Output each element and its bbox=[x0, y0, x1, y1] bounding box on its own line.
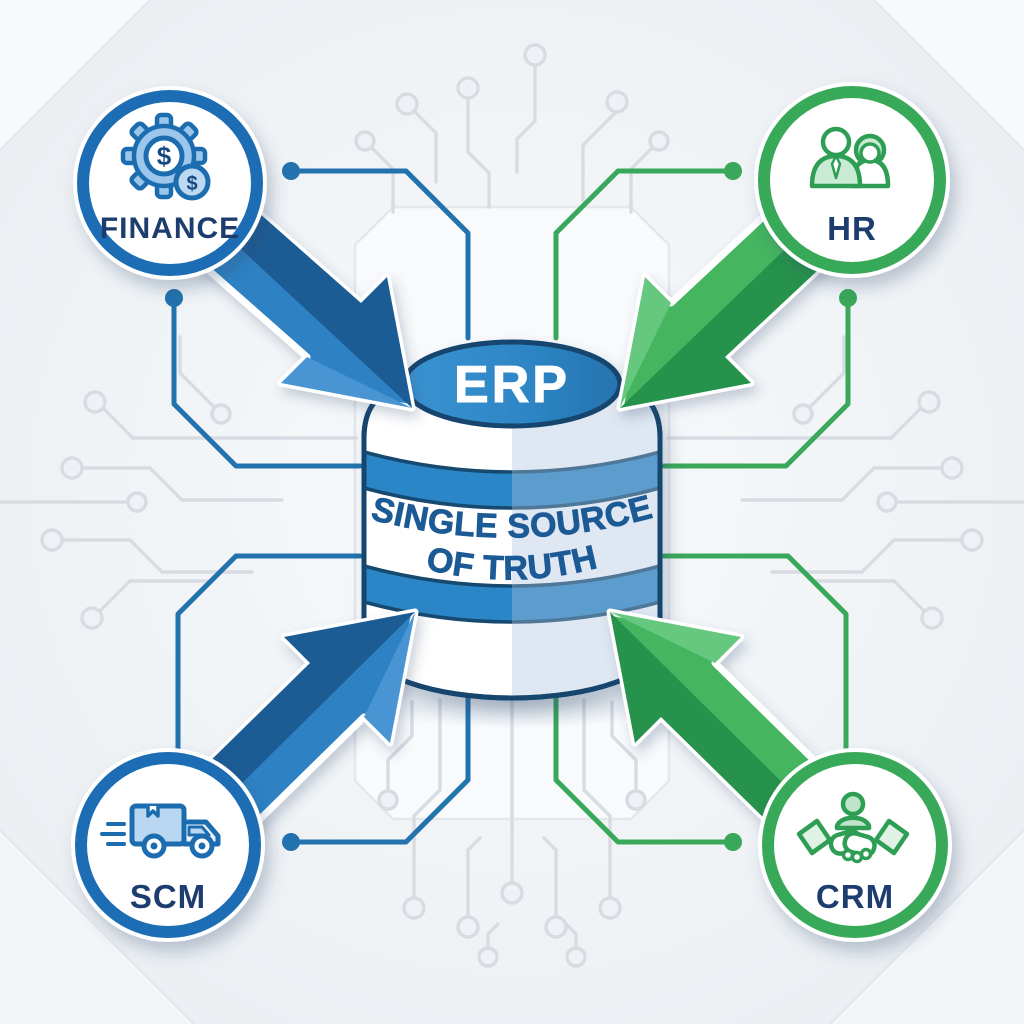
arrow-finance-to-erp bbox=[184, 194, 416, 412]
blue-trace-node bbox=[282, 162, 300, 180]
delivery-truck-icon bbox=[100, 803, 221, 859]
module-crm: CRM bbox=[758, 748, 952, 942]
gear-dollar-icon: $ $ bbox=[120, 112, 211, 201]
module-finance: $ $ FINANCE bbox=[73, 86, 267, 280]
arrow-hr-to-erp bbox=[616, 199, 836, 412]
blue-trace-node bbox=[165, 289, 183, 307]
green-trace-node bbox=[839, 289, 857, 307]
circuit-traces-gray bbox=[0, 43, 1024, 968]
dollar-glyph: $ bbox=[157, 141, 172, 171]
green-trace-node bbox=[724, 162, 742, 180]
hr-label: HR bbox=[827, 210, 877, 247]
green-trace-node bbox=[724, 833, 742, 851]
module-hr: HR bbox=[754, 82, 950, 278]
finance-label: FINANCE bbox=[100, 212, 240, 245]
module-scm: SCM bbox=[71, 748, 265, 942]
handshake-icon bbox=[796, 791, 910, 864]
dollar-glyph: $ bbox=[186, 173, 197, 195]
crm-label: CRM bbox=[816, 878, 894, 915]
scm-label: SCM bbox=[130, 878, 206, 915]
arrow-crm-to-erp bbox=[606, 608, 831, 831]
blue-trace-node bbox=[282, 833, 300, 851]
arrow-scm-to-erp bbox=[194, 608, 419, 831]
erp-database-cylinder: ERP SINGLE SOURCE OF TRUTH bbox=[361, 339, 663, 701]
circuit-traces-colored bbox=[165, 162, 857, 851]
erp-title: ERP bbox=[454, 356, 570, 414]
people-icon bbox=[809, 126, 891, 189]
